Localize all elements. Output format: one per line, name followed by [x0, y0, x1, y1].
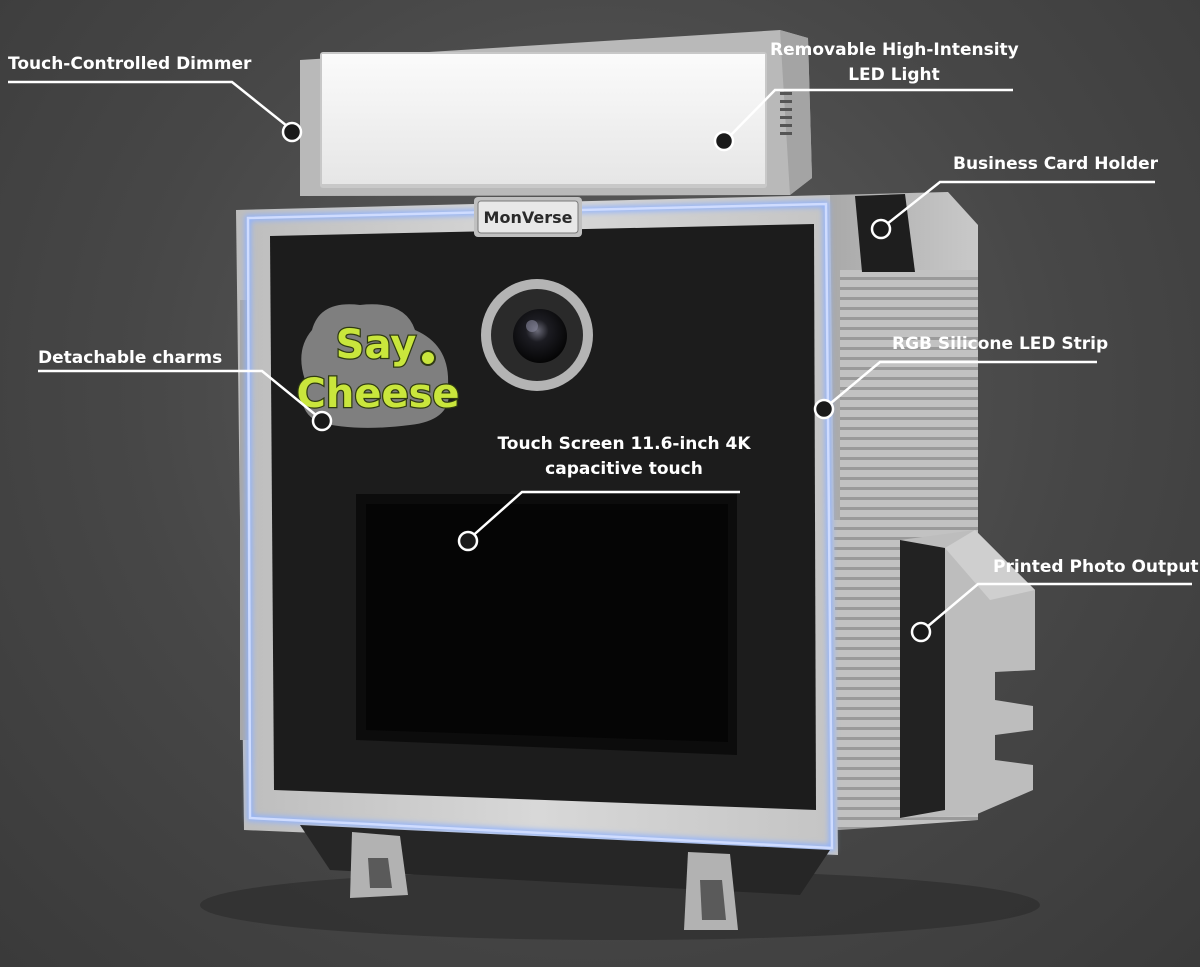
callout-card-holder: Business Card Holder — [953, 152, 1158, 177]
marker-photo-output — [910, 621, 932, 643]
marker-led-light — [713, 130, 735, 152]
svg-text:Say: Say — [336, 322, 417, 368]
floor-shadow — [200, 870, 1040, 940]
side-body — [830, 192, 1035, 830]
callout-charms: Detachable charms — [38, 346, 222, 371]
callout-markers — [281, 121, 932, 643]
callout-led-light-line1: Removable High-Intensity — [770, 40, 1019, 60]
callout-dimmer-label: Touch-Controlled Dimmer — [8, 54, 252, 74]
marker-touch-screen — [457, 530, 479, 552]
marker-dimmer — [281, 121, 303, 143]
rgb-led-strip — [246, 202, 834, 850]
stand — [300, 825, 830, 930]
callout-led-light: Removable High-Intensity LED Light — [770, 38, 1019, 88]
brand-label: MonVerse — [484, 208, 573, 227]
callout-photo-output-label: Printed Photo Output — [993, 557, 1199, 577]
photo-output-tray — [900, 530, 1035, 818]
callout-photo-output: Printed Photo Output — [993, 555, 1199, 580]
led-light-box — [300, 30, 812, 196]
marker-card-holder — [870, 218, 892, 240]
callout-touch-screen-line1: Touch Screen 11.6-inch 4K — [497, 434, 751, 454]
marker-charms — [311, 410, 333, 432]
callout-led-light-line2: LED Light — [848, 65, 940, 85]
callout-led-strip-label: RGB Silicone LED Strip — [892, 334, 1109, 354]
camera — [481, 279, 593, 391]
svg-text:Cheese: Cheese — [296, 371, 459, 417]
callout-led-strip: RGB Silicone LED Strip — [892, 332, 1108, 357]
say-cheese-charm: Say Cheese — [295, 304, 461, 428]
callout-card-holder-label: Business Card Holder — [953, 154, 1159, 174]
callout-charms-label: Detachable charms — [38, 348, 223, 368]
leader-lines — [8, 80, 1192, 633]
callout-touch-screen: Touch Screen 11.6-inch 4K capacitive tou… — [495, 432, 753, 482]
brand-plate — [477, 200, 579, 234]
callout-dimmer: Touch-Controlled Dimmer — [8, 52, 251, 77]
vent-slots — [780, 92, 792, 135]
front-frame: MonVerse Say Cheese — [236, 195, 838, 855]
callout-touch-screen-line2: capacitive touch — [545, 459, 703, 479]
marker-led-strip — [813, 398, 835, 420]
